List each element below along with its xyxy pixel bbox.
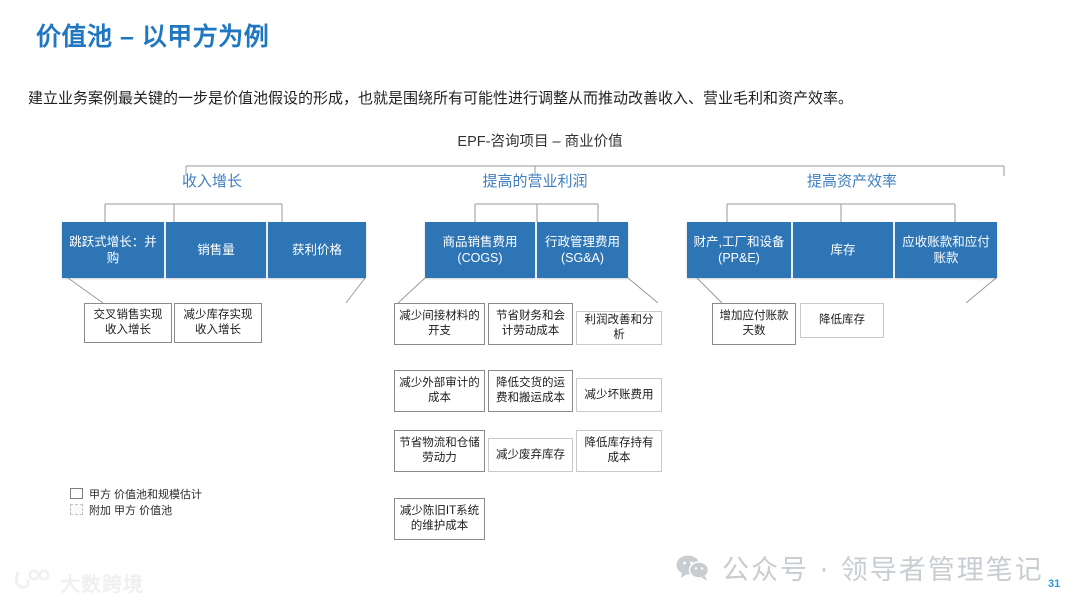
sub-box-label: 降低库存 — [819, 314, 865, 327]
wechat-watermark-text: 公众号 · 领导者管理笔记 — [722, 555, 1044, 586]
sub-box[interactable]: 节省财务和会计劳动成本 — [488, 303, 573, 345]
value-box-profitable-pricing[interactable]: 获利价格 — [268, 222, 366, 278]
value-box-label: 跳跃式增长：并购 — [69, 234, 157, 265]
value-box-label-line1: 行政管理费用 — [544, 234, 620, 249]
group-header-asset-efficiency: 提高资产效率 — [806, 173, 897, 190]
value-box-sga[interactable]: 行政管理费用 (SG&A) — [537, 222, 628, 278]
sub-box-label: 减少间接材料的开支 — [399, 310, 480, 337]
sub-box-label: 降低库存持有成本 — [584, 437, 654, 464]
legend: 甲方 价值池和规模估计 附加 甲方 价值池 — [70, 487, 202, 519]
sub-box-additional[interactable]: 减少坏账费用 — [576, 378, 662, 412]
value-box-label: 销售量 — [197, 242, 235, 257]
brand-watermark: 大数跨境 — [14, 568, 144, 597]
value-box-cogs[interactable]: 商品销售费用 (COGS) — [425, 222, 535, 278]
wechat-watermark: 公众号 · 领导者管理笔记 — [676, 548, 1044, 587]
sub-box-label: 减少废弃库存 — [496, 448, 565, 461]
value-box-label-line1: 商品销售费用 — [442, 234, 518, 249]
sub-box[interactable]: 交叉销售实现收入增长 — [84, 303, 172, 343]
sub-box[interactable]: 降低交货的运费和搬运成本 — [488, 370, 573, 412]
sub-box-label: 减少库存实现收入增长 — [183, 309, 253, 336]
sub-box-additional[interactable]: 降低库存 — [800, 303, 884, 338]
sub-box-label: 减少坏账费用 — [584, 388, 654, 401]
sub-box[interactable]: 减少库存实现收入增长 — [174, 303, 262, 343]
sub-box[interactable]: 减少间接材料的开支 — [394, 303, 485, 345]
sub-box-additional[interactable]: 利润改善和分析 — [576, 311, 662, 345]
sub-box-label: 利润改善和分析 — [584, 314, 654, 341]
page-title: 价值池 – 以甲方为例 — [36, 23, 270, 51]
diagram-title: EPF-咨询项目 – 商业价值 — [457, 134, 623, 150]
sub-box-label: 节省财务和会计劳动成本 — [496, 310, 565, 337]
legend-swatch-dashed-icon — [70, 504, 83, 515]
value-box-ppe[interactable]: 财产,工厂和设备 (PP&E) — [687, 222, 791, 278]
sub-box[interactable]: 减少陈旧IT系统的维护成本 — [394, 498, 485, 540]
sub-box-label: 减少陈旧IT系统的维护成本 — [399, 505, 480, 532]
value-box-label: 应收账款和应付账款 — [902, 234, 990, 265]
value-box-label-line2: (COGS) — [457, 251, 503, 265]
sub-box[interactable]: 减少外部审计的成本 — [394, 370, 485, 412]
sub-box-label: 降低交货的运费和搬运成本 — [496, 377, 565, 404]
sub-box-label: 交叉销售实现收入增长 — [93, 309, 163, 336]
legend-swatch-solid-icon — [70, 488, 83, 499]
value-box-ar-ap[interactable]: 应收账款和应付账款 — [895, 222, 997, 278]
intro-paragraph: 建立业务案例最关键的一步是价值池假设的形成，也就是围绕所有可能性进行调整从而推动… — [28, 90, 854, 107]
value-box-label-line2: (PP&E) — [718, 251, 760, 265]
legend-label: 附加 甲方 价值池 — [89, 504, 173, 517]
brand-watermark-text: 大数跨境 — [60, 574, 144, 596]
value-box-label: 库存 — [830, 242, 856, 257]
group-header-operating-profit: 提高的营业利润 — [482, 173, 588, 190]
value-box-label-line2: (SG&A) — [560, 251, 605, 265]
legend-item-primary: 甲方 价值池和规模估计 — [70, 487, 203, 501]
legend-item-additional: 附加 甲方 价值池 — [70, 503, 202, 517]
sub-box-additional[interactable]: 降低库存持有成本 — [576, 430, 662, 472]
value-box-sales-volume[interactable]: 销售量 — [166, 222, 266, 278]
wechat-icon — [676, 555, 710, 581]
sub-box-label: 节省物流和仓储劳动力 — [399, 437, 480, 464]
brand-logo-icon — [14, 569, 52, 597]
group-header-revenue-growth: 收入增长 — [181, 173, 242, 190]
value-box-step-change-ma[interactable]: 跳跃式增长：并购 — [62, 222, 164, 278]
value-box-inventory[interactable]: 库存 — [793, 222, 893, 278]
value-box-label: 获利价格 — [291, 242, 342, 257]
sub-box-label: 增加应付账款天数 — [719, 310, 789, 337]
page-number: 31 — [1048, 578, 1061, 590]
legend-label: 甲方 价值池和规模估计 — [89, 488, 203, 501]
sub-box[interactable]: 节省物流和仓储劳动力 — [394, 430, 485, 472]
sub-box[interactable]: 增加应付账款天数 — [712, 303, 796, 345]
sub-box-additional[interactable]: 减少废弃库存 — [488, 438, 573, 472]
sub-box-label: 减少外部审计的成本 — [399, 377, 480, 404]
value-box-label-line1: 财产,工厂和设备 — [693, 234, 785, 249]
